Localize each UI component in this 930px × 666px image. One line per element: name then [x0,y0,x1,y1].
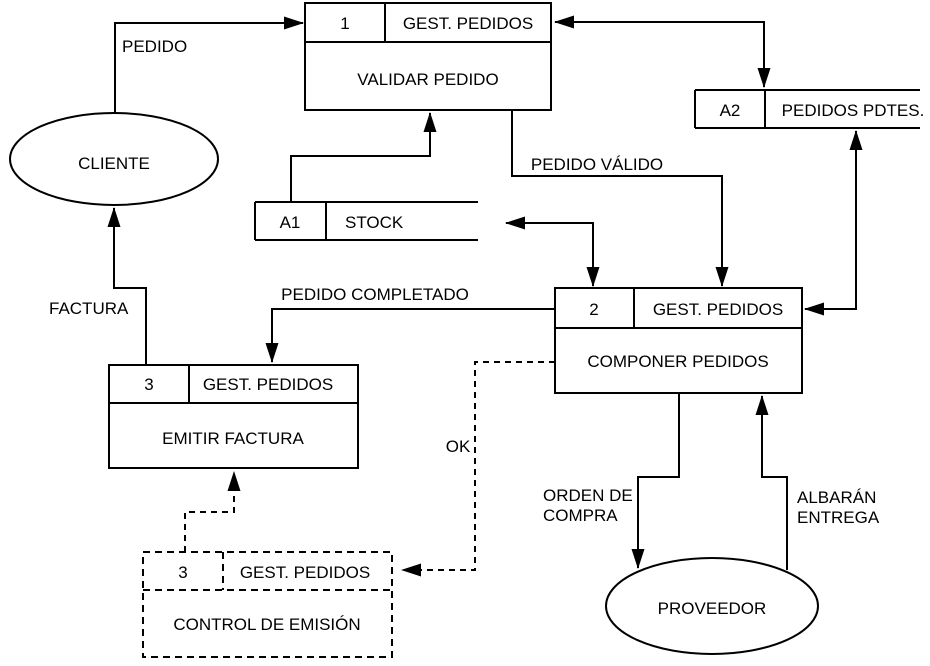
process-3-name: EMITIR FACTURA [162,429,304,448]
process-1-id: 1 [340,14,349,33]
flow-stock-proceso2-line [505,216,600,287]
store-a2-name: PEDIDOS PDTES. [782,101,925,120]
control-system: GEST. PEDIDOS [240,563,370,582]
flow-albaran-label-line2: ENTREGA [797,508,880,527]
proveedor-ellipse [605,557,819,655]
store-a1-name: STOCK [345,213,404,232]
flow-factura-label: FACTURA [49,299,129,318]
flow-ok-label: OK [446,437,471,456]
process-control-de-emision: 3 GEST. PEDIDOS CONTROL DE EMISIÓN [142,551,393,658]
process-2-name: COMPONER PEDIDOS [587,352,768,371]
flow-proceso1-a2-line [554,15,771,88]
proveedor-label: PROVEEDOR [658,599,767,618]
process-2-id: 2 [589,300,598,319]
flow-pedido-line [114,16,304,113]
process-3-id: 3 [144,375,153,394]
flow-pedido-valido-label: PEDIDO VÁLIDO [531,155,663,174]
external-cliente: CLIENTE [9,112,219,206]
flow-albaran-label-line1: ALBARÁN [797,488,876,507]
flow-pedido-valido-line [511,110,729,287]
process-3-box [108,364,359,469]
flow-control-proceso3-line [184,471,241,552]
flow-orden-compra-line [631,393,680,569]
control-name: CONTROL DE EMISIÓN [173,615,360,634]
process-componer-pedidos: 2 GEST. PEDIDOS COMPONER PEDIDOS [554,287,803,394]
process-validar-pedido: 1 GEST. PEDIDOS VALIDAR PEDIDO [304,2,552,111]
flow-pedido-completado-line [265,308,555,363]
store-a2-id: A2 [720,101,741,120]
process-emitir-factura: 3 GEST. PEDIDOS EMITIR FACTURA [108,364,359,469]
flow-orden-compra-label-line2: COMPRA [543,506,618,525]
process-3-system: GEST. PEDIDOS [203,375,333,394]
process-1-name: VALIDAR PEDIDO [357,70,498,89]
flow-ok-line [401,361,555,577]
process-2-box [554,287,803,394]
store-a1-stock: A1 STOCK [254,201,478,241]
control-id: 3 [178,563,187,582]
store-a1-id: A1 [280,213,301,232]
control-box [142,551,393,658]
store-a2-pedidos-pdtes: A2 PEDIDOS PDTES. [694,89,925,129]
flow-pedido-completado-label: PEDIDO COMPLETADO [281,285,469,304]
flow-orden-compra-label-line1: ORDEN DE [543,486,633,505]
cliente-label: CLIENTE [78,154,150,173]
flow-factura-line [107,207,147,365]
process-1-system: GEST. PEDIDOS [403,14,533,33]
process-1-box [304,2,552,111]
flow-a1-proceso1-line [290,112,437,202]
external-proveedor: PROVEEDOR [605,557,819,655]
flow-pedido-label: PEDIDO [122,37,187,56]
flow-proceso2-a2-line [804,130,863,316]
process-2-system: GEST. PEDIDOS [653,300,783,319]
flow-albaran-entrega-line [755,395,788,570]
